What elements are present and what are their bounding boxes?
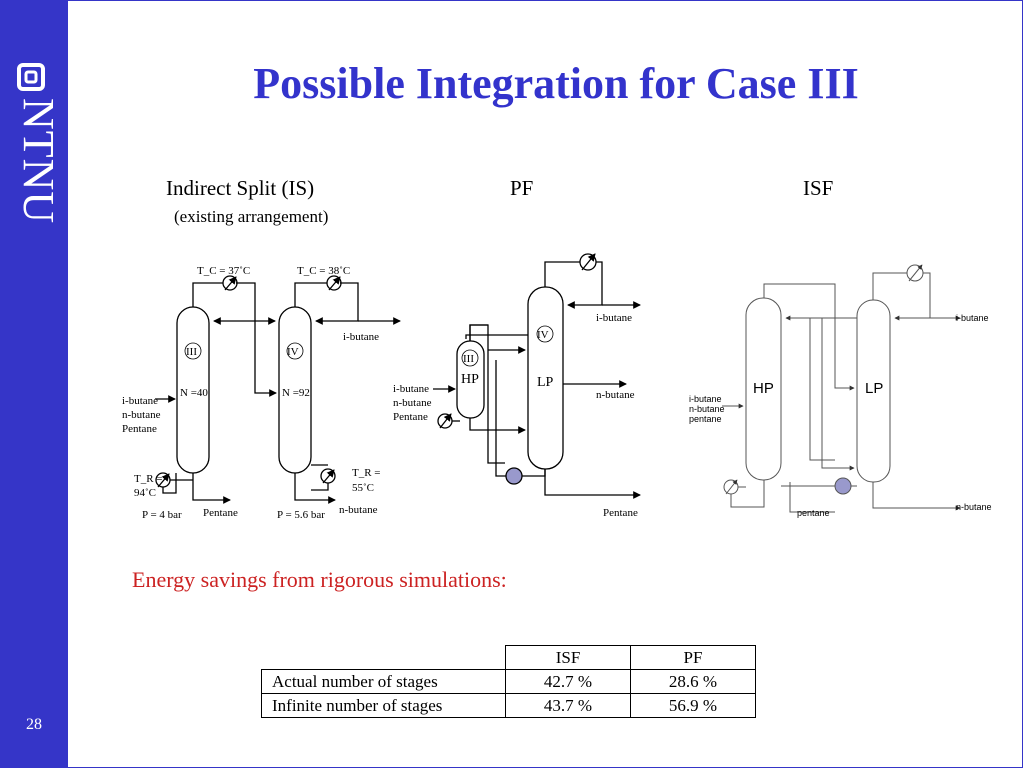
pf-bottom-product: Pentane	[603, 507, 638, 519]
pf-feed-2: n-butane	[393, 397, 432, 409]
pf-col-iii-id: III	[463, 353, 474, 365]
pf-feed-1: i-butane	[393, 383, 429, 395]
isf-labels: i-butane HP LP i-butane n-butane pentane…	[689, 313, 992, 518]
is-top-product: i-butane	[343, 331, 379, 343]
is-feed-1: i-butane	[122, 395, 158, 407]
pf-integrated-exchanger-icon	[505, 467, 523, 485]
is-feed-2: n-butane	[122, 409, 161, 421]
is-pressure-iii: P = 4 bar	[142, 509, 182, 521]
is-tr-iv-line2: 55˚C	[352, 482, 374, 494]
isf-feed-1: i-butane	[689, 394, 722, 404]
isf-top-product: i-butane	[956, 313, 989, 323]
is-bottom-iii: Pentane	[203, 507, 238, 519]
pf-value: 56.9 %	[630, 693, 756, 718]
is-stages-iii: N =40	[180, 387, 208, 399]
isf-feed-3: pentane	[689, 414, 722, 424]
isf-value: 43.7 %	[505, 693, 631, 718]
is-tc-iii-label: T_C = 37˚C	[197, 265, 250, 277]
pf-col-hp-label: HP	[461, 372, 479, 387]
isf-bottom-lp: n-butane	[956, 502, 992, 512]
isf-integrated-exchanger-icon	[834, 477, 852, 495]
is-tr-iv-line1: T_R =	[352, 467, 381, 479]
is-tc-iv-label: T_C = 38˚C	[297, 265, 350, 277]
pf-side-product: n-butane	[596, 389, 635, 401]
isf-heading: ISF	[803, 176, 834, 200]
is-stages-iv: N =92	[282, 387, 310, 399]
is-feed-3: Pentane	[122, 423, 157, 435]
pf-top-product: i-butane	[596, 312, 632, 324]
ntnu-brand: NTNU	[14, 98, 56, 224]
isf-feed-2: n-butane	[689, 404, 725, 414]
table-header-row: ISF PF	[261, 645, 756, 670]
is-tr-iii-line1: T_R =	[134, 473, 163, 485]
page-number: 28	[26, 716, 42, 733]
is-tr-iii-line2: 94˚C	[134, 487, 156, 499]
pf-col-iv-id: IV	[537, 329, 549, 341]
pf-value: 28.6 %	[630, 669, 756, 694]
pf-feed-3: Pentane	[393, 411, 428, 423]
isf-col-lp-label: LP	[865, 380, 883, 397]
pf-col-lp-label: LP	[537, 375, 554, 390]
results-table: ISF PF Actual number of stages 42.7 % 28…	[261, 645, 756, 718]
table-row: Actual number of stages 42.7 % 28.6 %	[261, 669, 756, 694]
row-label: Actual number of stages	[261, 669, 506, 694]
header-pf: PF	[630, 645, 756, 670]
slide-title: Possible Integration for Case III	[253, 59, 859, 108]
is-bottom-iv: n-butane	[339, 504, 378, 516]
ntnu-logo-icon	[17, 63, 45, 91]
row-label: Infinite number of stages	[261, 693, 506, 718]
is-heading: Indirect Split (IS)	[166, 176, 315, 200]
sidebar: NTNU 28	[0, 0, 68, 768]
is-subheading: (existing arrangement)	[174, 207, 329, 226]
isf-col-hp-label: HP	[753, 380, 774, 397]
isf-value: 42.7 %	[505, 669, 631, 694]
pf-labels: i-butane IV LP III HP i-butane n-butane …	[393, 312, 638, 519]
pf-heading: PF	[510, 176, 534, 200]
energy-savings-note: Energy savings from rigorous simulations…	[132, 567, 507, 592]
is-pressure-iv: P = 5.6 bar	[277, 509, 325, 521]
is-col-iii-id: III	[186, 346, 197, 358]
is-col-iv-id: IV	[287, 346, 299, 358]
is-labels: T_C = 37˚C T_C = 38˚C III IV N =40 N =92…	[122, 265, 381, 521]
table-corner-cell	[261, 645, 506, 670]
table-row: Infinite number of stages 43.7 % 56.9 %	[261, 693, 756, 718]
ntnu-brand-text: NTNU	[14, 98, 56, 224]
isf-bottom-hp: pentane	[797, 508, 830, 518]
isf-diagram	[722, 264, 961, 513]
header-isf: ISF	[505, 645, 631, 670]
